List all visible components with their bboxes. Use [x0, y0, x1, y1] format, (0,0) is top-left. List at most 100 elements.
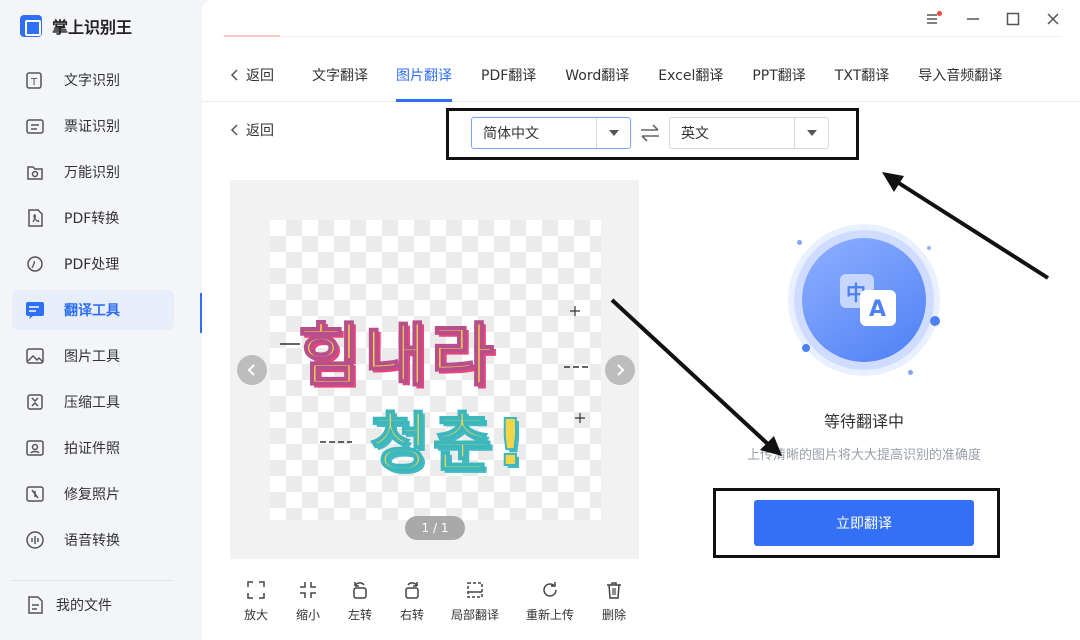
translate-now-button[interactable]: 立即翻译	[754, 500, 974, 546]
file-icon	[24, 594, 46, 616]
rotate-left-button[interactable]: 左转	[334, 578, 386, 623]
translate-illustration: 中 A	[788, 224, 940, 376]
content-back-label: 返回	[246, 123, 274, 139]
universal-recognition-icon	[24, 161, 46, 183]
sidebar-item-label: 拍证件照	[64, 441, 120, 457]
ticket-icon	[24, 115, 46, 137]
svg-text:T: T	[30, 77, 38, 88]
image-tool-icon	[24, 345, 46, 367]
id-photo-icon	[24, 437, 46, 459]
image-canvas: 힘내라 청춘!	[270, 220, 601, 520]
sidebar-item-text-recognition[interactable]: T 文字识别	[12, 60, 174, 100]
partial-translate-button[interactable]: 局部翻译	[438, 578, 512, 623]
image-toolbar: 放大 缩小 左转 右转 局部翻译 重新上传 删除	[230, 578, 640, 623]
tab-back-button[interactable]: 返回	[230, 65, 274, 85]
decor-dot	[802, 344, 810, 352]
active-indicator	[200, 293, 202, 333]
voice-convert-icon	[24, 529, 46, 551]
chevron-left-icon	[230, 68, 238, 81]
language-selector-highlight: 简体中文 英文	[446, 108, 859, 160]
window-controls	[924, 10, 1062, 28]
sidebar-item-compress[interactable]: 压缩工具	[12, 382, 174, 422]
sidebar-item-ticket[interactable]: 票证识别	[12, 106, 174, 146]
main-panel: 返回 文字翻译 图片翻译 PDF翻译 Word翻译 Excel翻译 PPT翻译 …	[202, 0, 1080, 640]
decor-dot	[908, 370, 913, 375]
compress-icon	[24, 391, 46, 413]
sidebar-item-label: 压缩工具	[64, 395, 120, 411]
target-language-value: 英文	[681, 126, 709, 142]
source-language-value: 简体中文	[483, 126, 539, 142]
tab-excel-translate[interactable]: Excel翻译	[658, 67, 724, 84]
minimize-icon[interactable]	[964, 10, 982, 28]
decor-dot	[927, 246, 931, 250]
tab-txt-translate[interactable]: TXT翻译	[834, 67, 890, 84]
sidebar-item-voice[interactable]: 语音转换	[12, 520, 174, 560]
zoom-in-label: 放大	[243, 608, 268, 622]
status-title: 等待翻译中	[823, 412, 904, 431]
rotate-right-button[interactable]: 右转	[386, 578, 438, 623]
sidebar-item-photo-repair[interactable]: 修复照片	[12, 474, 174, 514]
sidebar-item-pdf-process[interactable]: PDF处理	[12, 244, 174, 284]
tab-audio-translate[interactable]: 导入音频翻译	[918, 67, 1003, 84]
zoom-in-button[interactable]: 放大	[230, 578, 282, 623]
photo-repair-icon	[24, 483, 46, 505]
decor-dot	[930, 316, 940, 326]
sidebar-item-id-photo[interactable]: 拍证件照	[12, 428, 174, 468]
korean-text-line1: 힘내라	[297, 316, 498, 397]
reupload-label: 重新上传	[525, 608, 574, 622]
sidebar-item-pdf-convert[interactable]: PDF转换	[12, 198, 174, 238]
tab-bar: 返回 文字翻译 图片翻译 PDF翻译 Word翻译 Excel翻译 PPT翻译 …	[202, 48, 1080, 102]
sidebar-item-label: 语音转换	[64, 533, 120, 549]
next-image-button[interactable]	[605, 355, 635, 385]
menu-icon[interactable]	[924, 10, 942, 28]
tab-word-translate[interactable]: Word翻译	[565, 67, 630, 84]
tab-back-label: 返回	[246, 67, 274, 84]
sidebar-item-label: 票证识别	[64, 119, 120, 135]
partial-translate-label: 局部翻译	[450, 608, 499, 622]
sidebar-nav: T 文字识别 票证识别 万能识别 PDF转换 PDF处理 翻译工具 图片工具	[12, 60, 174, 566]
translate-button-highlight: 立即翻译	[713, 488, 1000, 558]
content-back-button[interactable]: 返回	[230, 120, 274, 140]
text-recognition-icon: T	[24, 69, 46, 91]
tab-ppt-translate[interactable]: PPT翻译	[752, 67, 806, 84]
my-files-link[interactable]: 我的文件	[24, 594, 112, 616]
sidebar-item-label: 翻译工具	[64, 303, 120, 319]
tab-image-translate[interactable]: 图片翻译	[396, 48, 452, 102]
sidebar-item-image-tool[interactable]: 图片工具	[12, 336, 174, 376]
trash-icon	[602, 578, 626, 602]
chevron-down-icon	[596, 118, 630, 148]
sidebar-item-label: 文字识别	[64, 73, 120, 89]
prev-image-button[interactable]	[237, 355, 267, 385]
image-preview: 힘내라 청춘! 1 / 1	[230, 180, 639, 559]
tab-text-translate[interactable]: 文字翻译	[312, 67, 368, 84]
source-language-select[interactable]: 简体中文	[471, 117, 631, 149]
chevron-left-icon	[230, 124, 238, 136]
status-hint: 上传清晰的图片将大大提高识别的准确度	[746, 448, 981, 463]
close-icon[interactable]	[1044, 10, 1062, 28]
reupload-button[interactable]: 重新上传	[512, 578, 588, 623]
partial-select-icon	[463, 578, 487, 602]
pdf-convert-icon	[24, 207, 46, 229]
refresh-icon	[538, 578, 562, 602]
app-name: 掌上识别王	[52, 18, 133, 37]
rotate-left-label: 左转	[347, 608, 372, 622]
korean-text-line2: 청춘!	[369, 406, 529, 482]
tab-pdf-translate[interactable]: PDF翻译	[481, 67, 537, 84]
target-language-select[interactable]: 英文	[669, 117, 829, 149]
top-divider	[222, 35, 1062, 37]
delete-button[interactable]: 删除	[588, 578, 640, 623]
page-indicator: 1 / 1	[405, 516, 465, 540]
decor-marks	[280, 306, 590, 443]
swap-languages-icon[interactable]	[640, 124, 660, 146]
sidebar-item-label: 修复照片	[64, 487, 120, 503]
zoom-out-button[interactable]: 缩小	[282, 578, 334, 623]
shrink-icon	[296, 578, 320, 602]
sidebar-item-translate-tool[interactable]: 翻译工具	[12, 290, 174, 330]
translate-circle: 中 A	[802, 238, 926, 362]
rotate-left-icon	[348, 578, 372, 602]
maximize-icon[interactable]	[1004, 10, 1022, 28]
sidebar: 掌上识别王 T 文字识别 票证识别 万能识别 PDF转换 PDF处理 翻译工具	[0, 0, 200, 640]
rotate-right-label: 右转	[399, 608, 424, 622]
sidebar-item-universal[interactable]: 万能识别	[12, 152, 174, 192]
my-files-label: 我的文件	[56, 598, 112, 614]
